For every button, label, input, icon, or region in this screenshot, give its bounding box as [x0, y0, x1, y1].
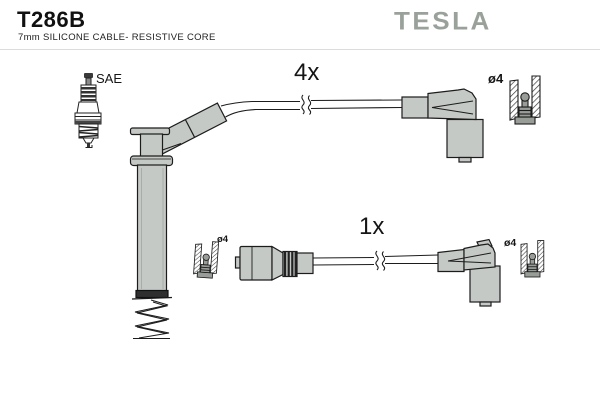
- tesla-logo: TESLA: [394, 6, 492, 36]
- boot-spring-icon: [133, 299, 170, 340]
- part-number: T286B: [17, 7, 86, 32]
- quantity-4x-label: 4x: [294, 59, 320, 86]
- terminal-cross-section-top-icon: [509, 75, 541, 125]
- header-divider: [0, 49, 600, 50]
- terminal-cross-section-bottom-left-icon: [192, 240, 220, 279]
- terminal-diameter-label-bottom-left: ø4: [217, 234, 229, 245]
- cable-4x-icon: [220, 94, 403, 118]
- quantity-1x-label: 1x: [359, 213, 385, 240]
- elbow-boot-top-icon: [401, 88, 484, 163]
- cable-spec-subtitle: 7mm SILICONE CABLE- RESISTIVE CORE: [18, 32, 216, 43]
- terminal-diameter-label-bottom-right: ø4: [504, 237, 517, 249]
- spark-plug-icon: [74, 73, 102, 148]
- cable-1x-boot-icon: [234, 245, 314, 281]
- cable-1x-wire-icon: [312, 250, 439, 271]
- terminal-diameter-label-top: ø4: [488, 71, 504, 86]
- elbow-boot-bottom-icon: [437, 238, 501, 307]
- coil-boot-icon: [129, 102, 228, 300]
- spark-plug-standard-label: SAE: [96, 71, 123, 86]
- terminal-cross-section-bottom-right-icon: [520, 240, 545, 278]
